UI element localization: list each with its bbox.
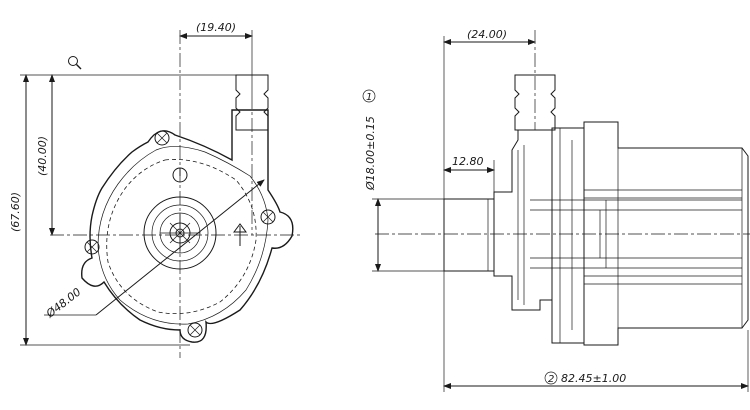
dim-body-diameter: Ø48.00	[43, 285, 83, 321]
screw-left	[84, 239, 100, 255]
front-view: (19.40) (67.60) (40.00) Ø48.00	[9, 21, 300, 358]
balloon-1: 1	[362, 89, 376, 103]
rotor-ring	[151, 204, 209, 262]
balloon-2: 2	[544, 371, 558, 385]
screw-bottom	[187, 322, 203, 338]
flow-direction-arrow	[233, 223, 247, 246]
dim-total-length: 82.45±1.00	[561, 372, 626, 385]
side-outlet-barb	[514, 74, 556, 131]
dim-inlet-diameter: Ø18.00±0.15	[364, 116, 377, 191]
screw-right	[260, 209, 276, 225]
side-view: (24.00) 12.80 Ø18.00±0.15 1 2 82.45±1.00	[362, 28, 750, 392]
pump-housing-outline	[81, 109, 294, 343]
outlet-barb	[235, 74, 269, 131]
pump-front-housing	[493, 129, 553, 311]
pump-flange	[551, 127, 585, 344]
dim-outlet-offset: (19.40)	[196, 21, 236, 34]
motor-body	[583, 121, 749, 346]
dim-height-total: (67.60)	[9, 192, 22, 232]
pump-housing-inner-outline	[97, 146, 269, 325]
magnifier-icon[interactable]	[68, 56, 82, 70]
svg-text:1: 1	[366, 92, 372, 103]
svg-text:2: 2	[548, 374, 554, 385]
inlet-pipe	[443, 198, 495, 272]
diameter-leader	[95, 179, 265, 316]
dim-top-offset: (24.00)	[467, 28, 507, 41]
housing-ribs	[106, 159, 257, 314]
screw-top	[154, 130, 170, 146]
rotor-outer-ring	[143, 196, 217, 270]
dim-inlet-length: 12.80	[452, 155, 484, 168]
dim-height-partial: (40.00)	[36, 136, 49, 176]
